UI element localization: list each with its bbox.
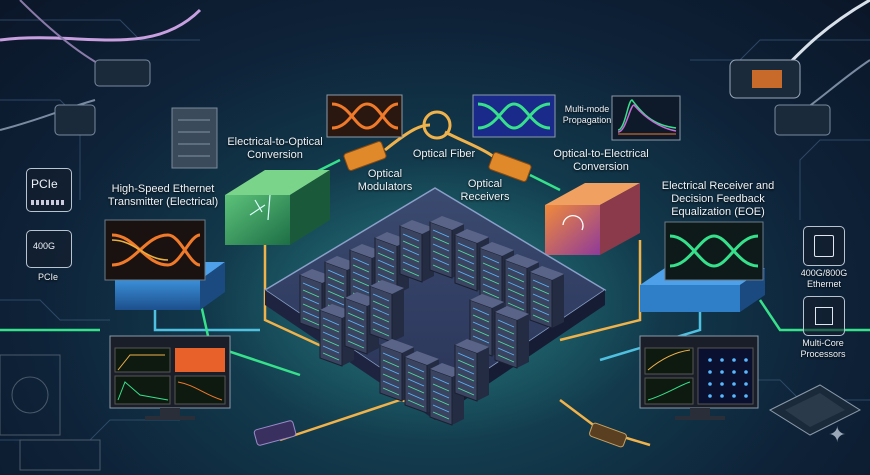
cable-top-left: [0, 0, 202, 136]
pcie-caption: PCIe: [37, 272, 58, 282]
tx-logic-panel: [171, 107, 218, 169]
label-optical-receivers: Optical Receivers: [460, 178, 510, 203]
server-rack: [529, 266, 564, 329]
server-rack: [399, 220, 434, 283]
optical-modulator-connector: [343, 141, 387, 171]
pcie-card-label: 400G: [33, 241, 56, 251]
pcie-icon-label: PCIe: [31, 177, 58, 191]
rx-eye-diagram-screen: [664, 221, 764, 281]
processor-icon: [803, 296, 845, 336]
sparkle-icon: ✦: [828, 422, 847, 447]
cable-top-right: [729, 0, 870, 136]
bottom-left-hardware: [0, 354, 101, 471]
tx-logic-traces: [178, 119, 210, 157]
server-rack: [454, 339, 489, 402]
pcie-card-icon: 400G: [26, 230, 72, 268]
ethernet-icon-caption: 400G/800G Ethernet: [800, 268, 848, 289]
multimode-plot: [611, 95, 681, 141]
bottom-right-chip: [768, 384, 862, 436]
oscilloscope-left: [109, 335, 231, 420]
tx-eye-diagram-screen: [104, 219, 206, 281]
label-ethernet-transmitter: High-Speed Ethernet Transmitter (Electri…: [107, 183, 219, 208]
server-rack: [369, 280, 404, 343]
label-multimode-propagation: Multi-mode Propagation: [562, 104, 612, 125]
label-optical-fiber: Optical Fiber: [412, 148, 476, 160]
bottom-connectors: [253, 420, 627, 448]
server-racks: [299, 216, 564, 426]
pcie-icon: PCIe: [26, 168, 72, 212]
server-rack: [494, 306, 529, 369]
o2e-block: [545, 183, 640, 255]
oscilloscope-right: [639, 335, 759, 420]
receiver-eye-diagram: [472, 94, 556, 138]
optical-receiver-connector: [488, 152, 532, 182]
label-optical-to-electrical: Optical-to-Electrical Conversion: [553, 148, 649, 173]
ethernet-chip-icon: [803, 226, 845, 266]
label-electrical-to-optical: Electrical-to-Optical Conversion: [227, 136, 323, 161]
processors-caption: Multi-Core Processors: [800, 338, 846, 359]
e2o-block: [225, 170, 330, 245]
label-electrical-receiver-dfe: Electrical Receiver and Decision Feedbac…: [661, 180, 775, 218]
modulator-eye-diagram: [326, 94, 403, 138]
label-optical-modulators: Optical Modulators: [357, 168, 413, 193]
